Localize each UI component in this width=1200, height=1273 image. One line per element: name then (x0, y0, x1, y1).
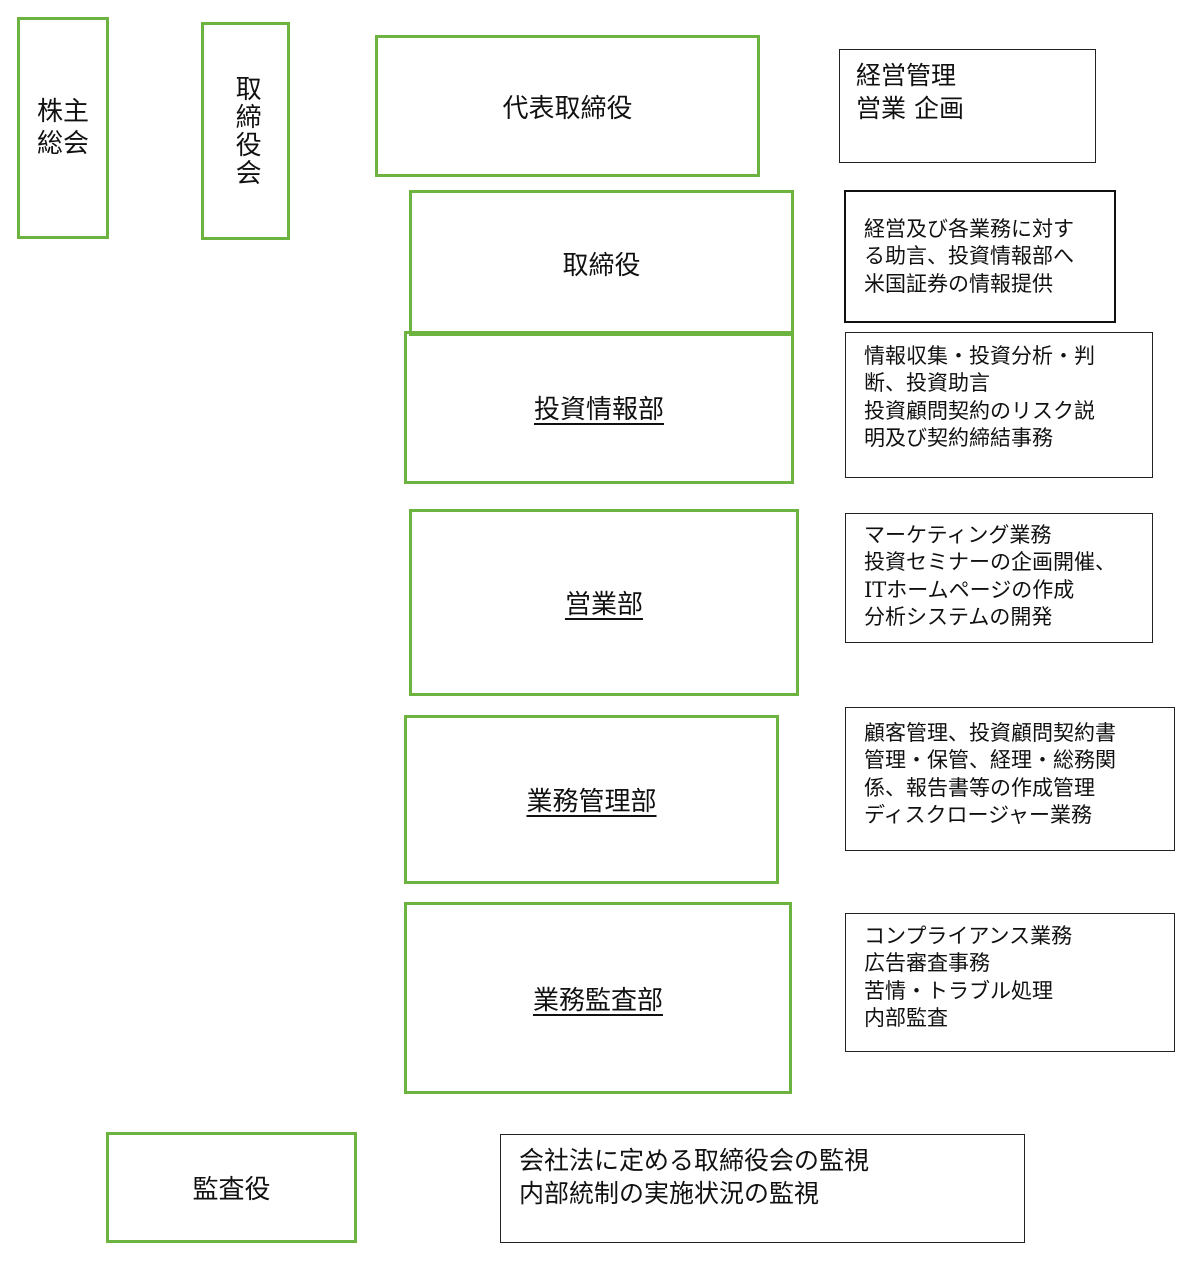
audit-dept-desc: コンプライアンス業務 広告審査事務 苦情・トラブル処理 内部監査 (864, 924, 1073, 1030)
sales-dept-box: 営業部 (409, 509, 799, 696)
director-desc: 経営及び各業務に対す る助言、投資情報部へ 米国証券の情報提供 (864, 217, 1074, 296)
ceo-desc: 経営管理 営業 企画 (856, 61, 964, 123)
sales-dept-label: 営業部 (564, 590, 643, 620)
business-mgmt-dept-label: 業務管理部 (526, 787, 657, 817)
investment-info-dept-label: 投資情報部 (533, 395, 664, 425)
audit-dept-desc-box: コンプライアンス業務 広告審査事務 苦情・トラブル処理 内部監査 (845, 913, 1175, 1052)
business-mgmt-desc: 顧客管理、投資顧問契約書 管理・保管、経理・総務関 係、報告書等の作成管理 ディ… (864, 721, 1116, 827)
director-desc-box: 経営及び各業務に対す る助言、投資情報部へ 米国証券の情報提供 (844, 190, 1116, 323)
sales-desc-box: マーケティング業務 投資セミナーの企画開催、 ITホームページの作成 分析システ… (845, 513, 1153, 643)
auditor-desc-box: 会社法に定める取締役会の監視 内部統制の実施状況の監視 (500, 1134, 1025, 1243)
audit-dept-box: 業務監査部 (404, 902, 792, 1094)
business-mgmt-dept-box: 業務管理部 (404, 715, 779, 884)
ceo-desc-box: 経営管理 営業 企画 (839, 49, 1096, 163)
board-of-directors-label: 取締役会 (231, 75, 262, 187)
shareholders-meeting-box: 株主 総会 (17, 17, 109, 239)
board-of-directors-box: 取締役会 (201, 22, 290, 240)
investment-info-dept-box: 投資情報部 (404, 331, 794, 484)
sales-desc: マーケティング業務 投資セミナーの企画開催、 ITホームページの作成 分析システ… (864, 523, 1116, 629)
shareholders-meeting-label: 株主 総会 (36, 96, 89, 160)
auditor-desc: 会社法に定める取締役会の監視 内部統制の実施状況の監視 (519, 1146, 870, 1208)
audit-dept-label: 業務監査部 (532, 985, 663, 1016)
director-label: 取締役 (562, 250, 641, 281)
ceo-box: 代表取締役 (375, 35, 760, 177)
ceo-label: 代表取締役 (502, 93, 633, 124)
investment-info-desc-box: 情報収集・投資分析・判 断、投資助言 投資顧問契約のリスク説 明及び契約締結事務 (845, 332, 1153, 478)
auditor-label: 監査役 (192, 1175, 271, 1205)
business-mgmt-desc-box: 顧客管理、投資顧問契約書 管理・保管、経理・総務関 係、報告書等の作成管理 ディ… (845, 707, 1175, 851)
investment-info-desc: 情報収集・投資分析・判 断、投資助言 投資顧問契約のリスク説 明及び契約締結事務 (864, 344, 1095, 450)
director-box: 取締役 (409, 190, 794, 336)
auditor-box: 監査役 (106, 1132, 357, 1243)
